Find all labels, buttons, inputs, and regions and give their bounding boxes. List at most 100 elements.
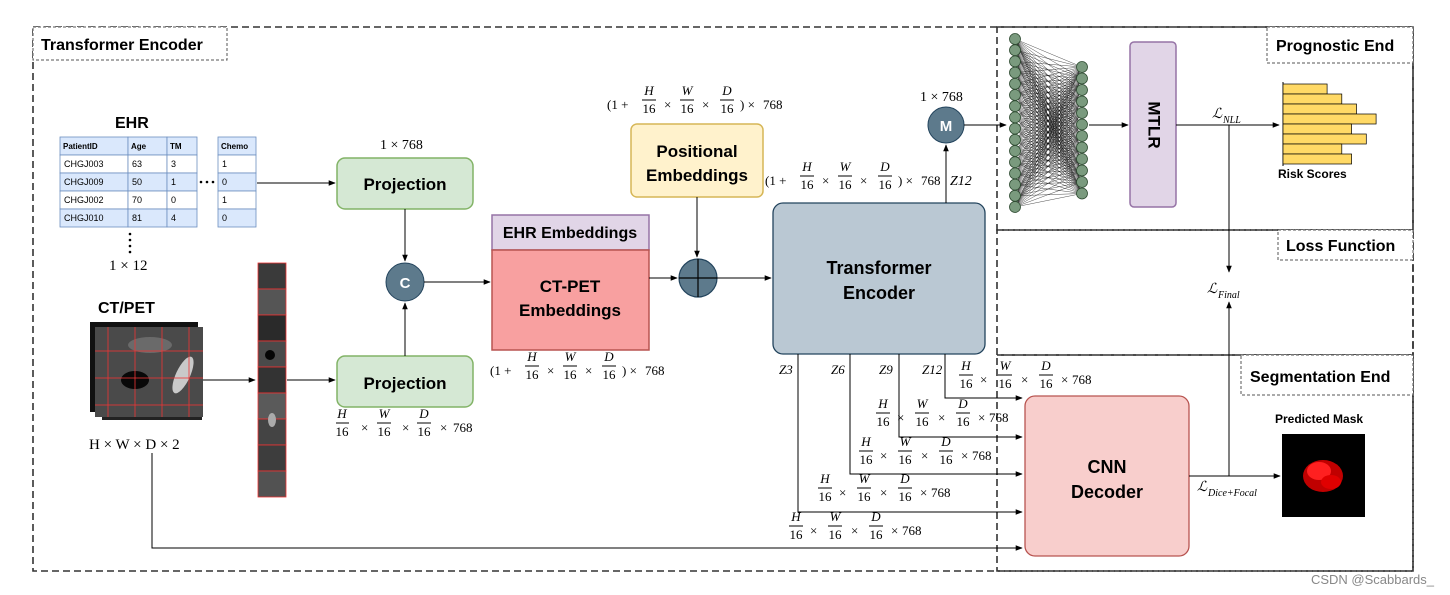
- svg-text:×: ×: [1021, 372, 1028, 387]
- svg-text:16: 16: [858, 489, 872, 504]
- ellipsis-dot: [128, 238, 132, 242]
- ehr-cell: 1: [171, 177, 176, 187]
- ctpet-volume: [90, 322, 203, 420]
- ehr-col-header: Chemo: [221, 142, 248, 151]
- ellipsis-dot: [205, 180, 209, 184]
- neural-network: [1009, 33, 1088, 213]
- svg-text:Projection: Projection: [363, 374, 446, 393]
- svg-text:×: ×: [822, 173, 829, 188]
- risk-bar: [1282, 153, 1352, 165]
- ctpet-title: CT/PET: [98, 300, 155, 317]
- positional-embeddings-block: Positional Embeddings: [630, 123, 764, 198]
- skip-label-z12: Z12: [922, 362, 943, 377]
- svg-text:Loss Function: Loss Function: [1286, 238, 1395, 255]
- proj-bottom-formula: H16 × W16 × D16 × 768: [336, 406, 473, 439]
- patch: [257, 444, 287, 472]
- neuron: [1076, 176, 1088, 188]
- svg-text:×: ×: [920, 485, 927, 500]
- svg-text:×: ×: [938, 410, 945, 425]
- svg-text:16: 16: [819, 489, 833, 504]
- loss-dice-focal-label: ℒ Dice+Focal: [1197, 480, 1257, 499]
- neuron: [1009, 55, 1021, 68]
- predicted-mask-image: [1282, 434, 1365, 517]
- svg-text:×: ×: [897, 410, 904, 425]
- svg-text:H: H: [960, 358, 971, 373]
- ehr-cell: 0: [171, 195, 176, 205]
- neuron: [1076, 61, 1088, 73]
- neuron: [1076, 141, 1088, 154]
- svg-text:16: 16: [1040, 376, 1054, 391]
- svg-text:D: D: [940, 434, 951, 449]
- mtlr-block: MTLR: [1129, 41, 1177, 208]
- transformer-encoder-block: Transformer Encoder: [772, 202, 986, 355]
- svg-text:H: H: [643, 83, 654, 98]
- section-title-segmentation-end: Segmentation End: [1240, 354, 1414, 396]
- ehr-cell: 0: [222, 177, 227, 187]
- neuron: [1076, 130, 1088, 142]
- svg-text:Transformer Encoder: Transformer Encoder: [41, 37, 203, 54]
- svg-text:W: W: [682, 83, 694, 98]
- svg-text:D: D: [603, 349, 614, 364]
- skip-label-z6: Z6: [831, 362, 845, 377]
- svg-text:×: ×: [891, 523, 898, 538]
- svg-text:768: 768: [931, 485, 951, 500]
- svg-text:16: 16: [801, 177, 815, 192]
- ehr-dim: 1 × 12: [109, 258, 147, 274]
- ctpet-embeddings-block: CT-PET Embeddings: [491, 249, 650, 351]
- risk-bar: [1282, 133, 1367, 145]
- neuron: [1076, 153, 1088, 165]
- svg-text:×: ×: [921, 448, 928, 463]
- ellipsis-dot: [211, 180, 215, 184]
- patch: [257, 262, 287, 290]
- svg-text:16: 16: [829, 527, 843, 542]
- svg-text:MTLR: MTLR: [1145, 101, 1164, 148]
- svg-text:16: 16: [643, 101, 657, 116]
- svg-text:16: 16: [839, 177, 853, 192]
- prognostic-frame: [996, 26, 1414, 231]
- svg-text:CNN: CNN: [1088, 457, 1127, 477]
- svg-text:NLL: NLL: [1222, 115, 1241, 126]
- svg-text:×: ×: [860, 173, 867, 188]
- connectors: [151, 122, 1281, 551]
- svg-text:×: ×: [980, 372, 987, 387]
- proj-top-dim: 1 × 768: [380, 138, 423, 153]
- ehr-cell: 1: [222, 159, 227, 169]
- svg-text:W: W: [859, 471, 871, 486]
- svg-text:Segmentation End: Segmentation End: [1250, 369, 1390, 386]
- svg-text:W: W: [830, 509, 842, 524]
- loss-final-label: ℒ Final: [1207, 282, 1240, 301]
- svg-text:16: 16: [870, 527, 884, 542]
- svg-text:Projection: Projection: [363, 175, 446, 194]
- patch: [257, 288, 287, 316]
- neuron: [1076, 107, 1088, 119]
- add-node: [678, 258, 718, 298]
- ehr-title: EHR: [115, 115, 149, 132]
- svg-text:16: 16: [378, 424, 392, 439]
- neuron: [1009, 133, 1021, 146]
- predicted-mask-label: Predicted Mask: [1275, 412, 1363, 426]
- ehr-cell: CHGJ003: [64, 159, 104, 169]
- svg-text:Encoder: Encoder: [843, 283, 915, 303]
- neuron: [1009, 66, 1021, 79]
- mean-dim: 1 × 768: [920, 90, 963, 105]
- neuron: [1009, 167, 1021, 180]
- svg-text:×: ×: [961, 448, 968, 463]
- ehr-cell: 1: [222, 195, 227, 205]
- risk-bar: [1282, 103, 1357, 115]
- svg-text:16: 16: [899, 452, 913, 467]
- ehr-cell: 63: [132, 159, 142, 169]
- svg-text:(1 +: (1 +: [607, 97, 628, 112]
- svg-text:Embeddings: Embeddings: [646, 166, 748, 185]
- svg-text:16: 16: [916, 414, 930, 429]
- svg-text:Z12: Z12: [950, 174, 972, 189]
- svg-text:H: H: [790, 509, 801, 524]
- svg-text:W: W: [1000, 358, 1012, 373]
- svg-text:(1 +: (1 +: [490, 363, 511, 378]
- svg-text:×: ×: [839, 485, 846, 500]
- projection-top-block: Projection: [336, 157, 474, 210]
- svg-text:16: 16: [940, 452, 954, 467]
- ctpet-dim: H × W × D × 2: [89, 437, 180, 453]
